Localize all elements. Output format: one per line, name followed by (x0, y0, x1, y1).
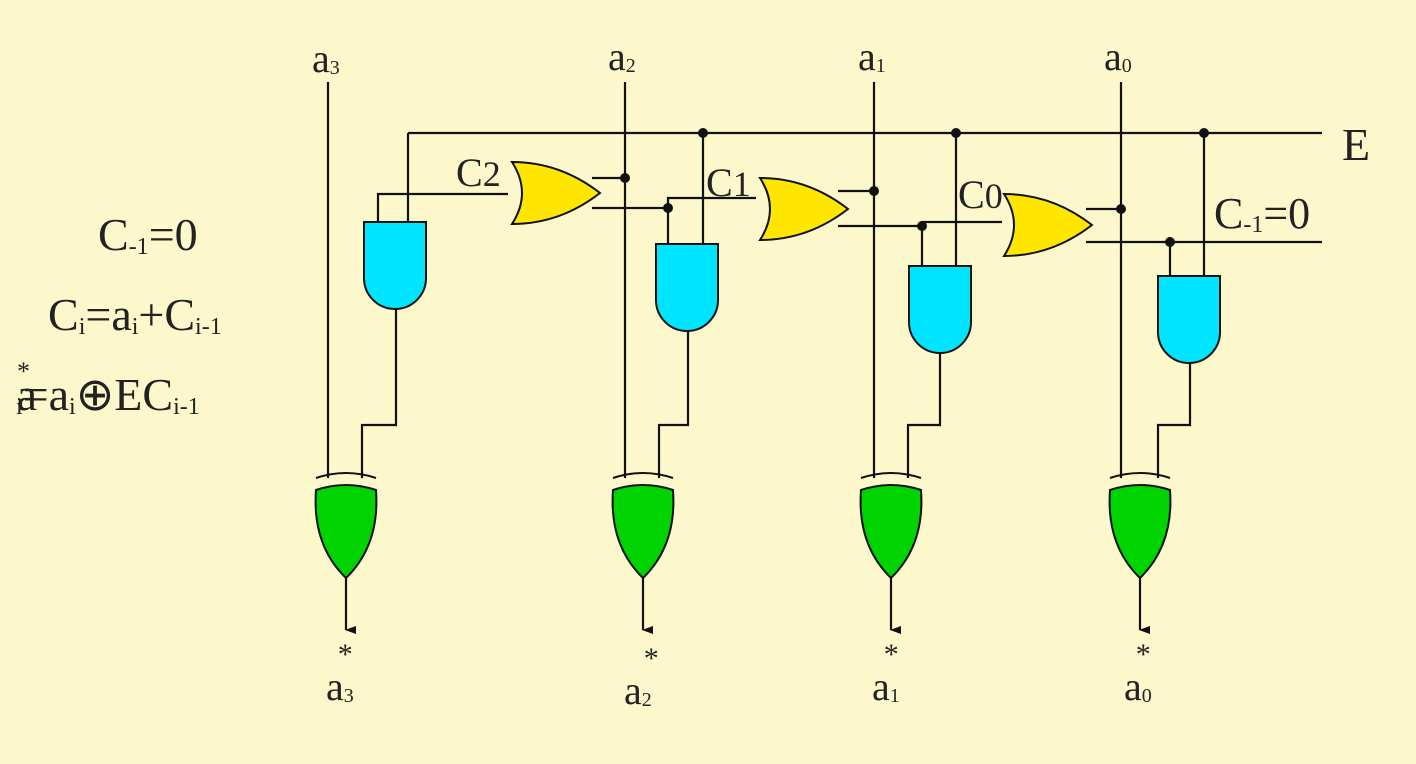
junction-dot (1116, 204, 1126, 214)
and1-to-xor1 (906, 352, 942, 478)
formula-block: C-1=0 Ci=ai+Ci-1 a*i=ai⊕ECi-1 (16, 209, 222, 420)
carry-label-c2: C2 (456, 150, 501, 195)
and-gates (363, 221, 1221, 364)
junction-dot (869, 186, 879, 196)
and-gate-3 (363, 221, 427, 310)
xor-gate-1 (859, 472, 923, 580)
input-label-a3: a3 (312, 36, 340, 81)
output-labels: a3* a2* a1* a0* (326, 638, 1152, 713)
xor-gate-0 (1108, 472, 1172, 580)
junction-dot (620, 173, 630, 183)
and0-to-xor0 (1156, 362, 1192, 478)
or-gate-c1 (758, 176, 850, 242)
junctions (620, 128, 1209, 247)
output-label-a0: a0* (1124, 638, 1152, 709)
output-label-a1: a1* (872, 638, 900, 709)
e-label: E (1342, 119, 1370, 170)
formula-ci: Ci=ai+Ci-1 (48, 289, 222, 340)
c1-to-or2 (592, 206, 670, 244)
c0-wire (920, 220, 1002, 226)
and3-to-xor3 (360, 308, 398, 478)
or-gate-c0 (1002, 192, 1094, 258)
and-gate-0 (1157, 275, 1221, 364)
formula-c-minus1: C-1=0 (98, 209, 198, 260)
junction-dot (1165, 237, 1175, 247)
formula-ai-star: a*i=ai⊕ECi-1 (16, 357, 200, 420)
xor-gate-2 (611, 472, 675, 580)
output-label-a3: a3* (326, 638, 354, 709)
xor-gates (314, 472, 1172, 580)
junction-dot (951, 128, 961, 138)
or-gate-c2 (510, 160, 602, 226)
or-gates (510, 160, 1094, 258)
carry-label-c0: C0 (958, 172, 1003, 217)
and-gate-1 (908, 265, 972, 354)
c2-to-and3 (376, 192, 508, 222)
junction-dot (917, 221, 927, 231)
c-minus1-label: C-1=0 (1214, 189, 1310, 238)
wires (326, 82, 1322, 634)
input-label-a2: a2 (608, 34, 636, 79)
output-label-a2: a2* (624, 642, 659, 713)
and-gate-2 (655, 243, 719, 332)
input-label-a1: a1 (858, 34, 886, 79)
junction-dot (1199, 128, 1209, 138)
xor-gate-3 (314, 472, 378, 580)
c0-to-or1 (838, 224, 924, 266)
input-label-a0: a0 (1104, 34, 1132, 79)
and2-to-xor2 (657, 330, 690, 478)
junction-dot (663, 203, 673, 213)
input-labels: a3 a2 a1 a0 (312, 34, 1132, 81)
junction-dot (698, 128, 708, 138)
